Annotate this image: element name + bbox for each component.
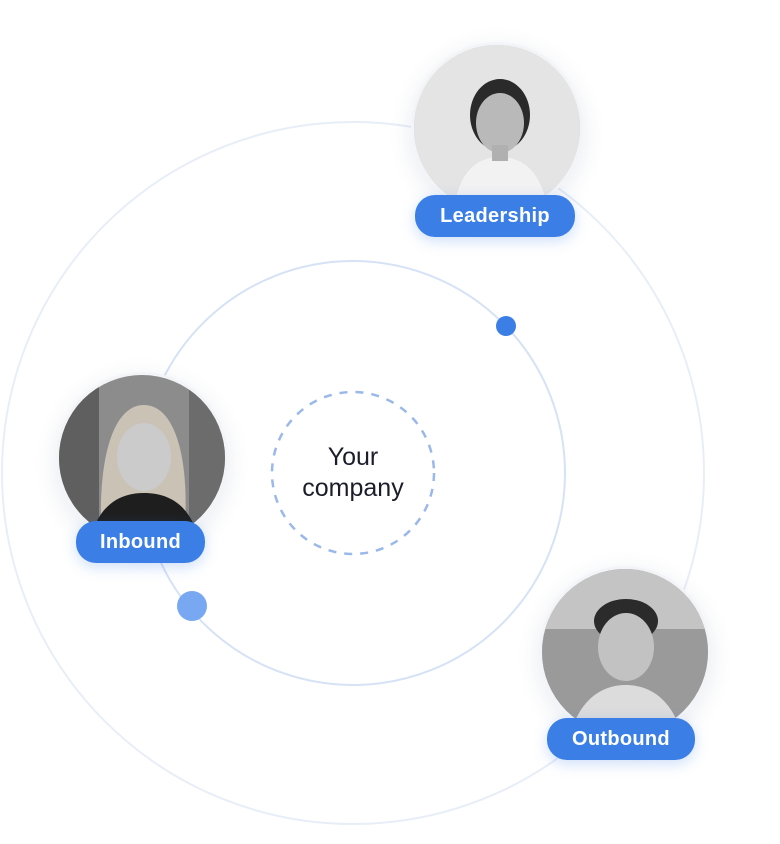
leadership-label-pill: Leadership xyxy=(415,195,575,237)
person-silhouette-icon xyxy=(542,569,708,735)
inbound-label-pill: Inbound xyxy=(76,521,205,563)
center-label-line2: company xyxy=(302,474,404,502)
person-silhouette-icon xyxy=(59,375,225,541)
orbit-dot-small xyxy=(496,316,516,336)
outbound-avatar xyxy=(539,566,711,738)
center-label-line1: Your xyxy=(327,443,379,471)
inbound-avatar xyxy=(56,372,228,544)
center-company-label: Your company xyxy=(272,392,434,554)
outbound-label-pill: Outbound xyxy=(547,718,695,760)
person-silhouette-icon xyxy=(414,45,580,211)
leadership-avatar xyxy=(411,42,583,214)
center-dashed-ring xyxy=(270,390,436,556)
outer-orbit-ring xyxy=(1,121,705,825)
orbit-dot-large xyxy=(177,591,207,621)
